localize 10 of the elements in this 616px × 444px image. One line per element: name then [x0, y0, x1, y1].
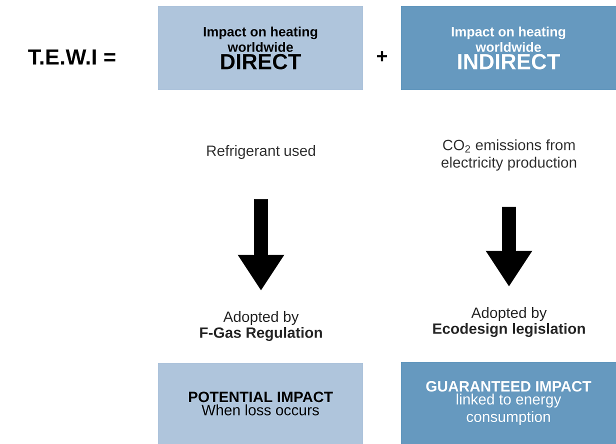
impact-box: Impact on heating worldwide INDIRECT — [401, 6, 616, 90]
impact-box: Impact on heating worldwide DIRECT — [158, 6, 363, 90]
formula-label: T.E.W.I = — [28, 49, 116, 65]
impact-box: GUARANTEED IMPACT linked to energy consumption — [401, 362, 616, 444]
legislation-text: Adopted by Ecodesign legislation — [433, 307, 585, 337]
legislation-text: Adopted by F-Gas Regulation — [200, 311, 322, 341]
plus-sign: + — [377, 51, 388, 62]
description-text: CO$_{2}$ emissions from electricity production — [442, 139, 576, 171]
description-text: Refrigerant used — [207, 145, 316, 159]
impact-box: POTENTIAL IMPACT When loss occurs — [158, 363, 363, 444]
